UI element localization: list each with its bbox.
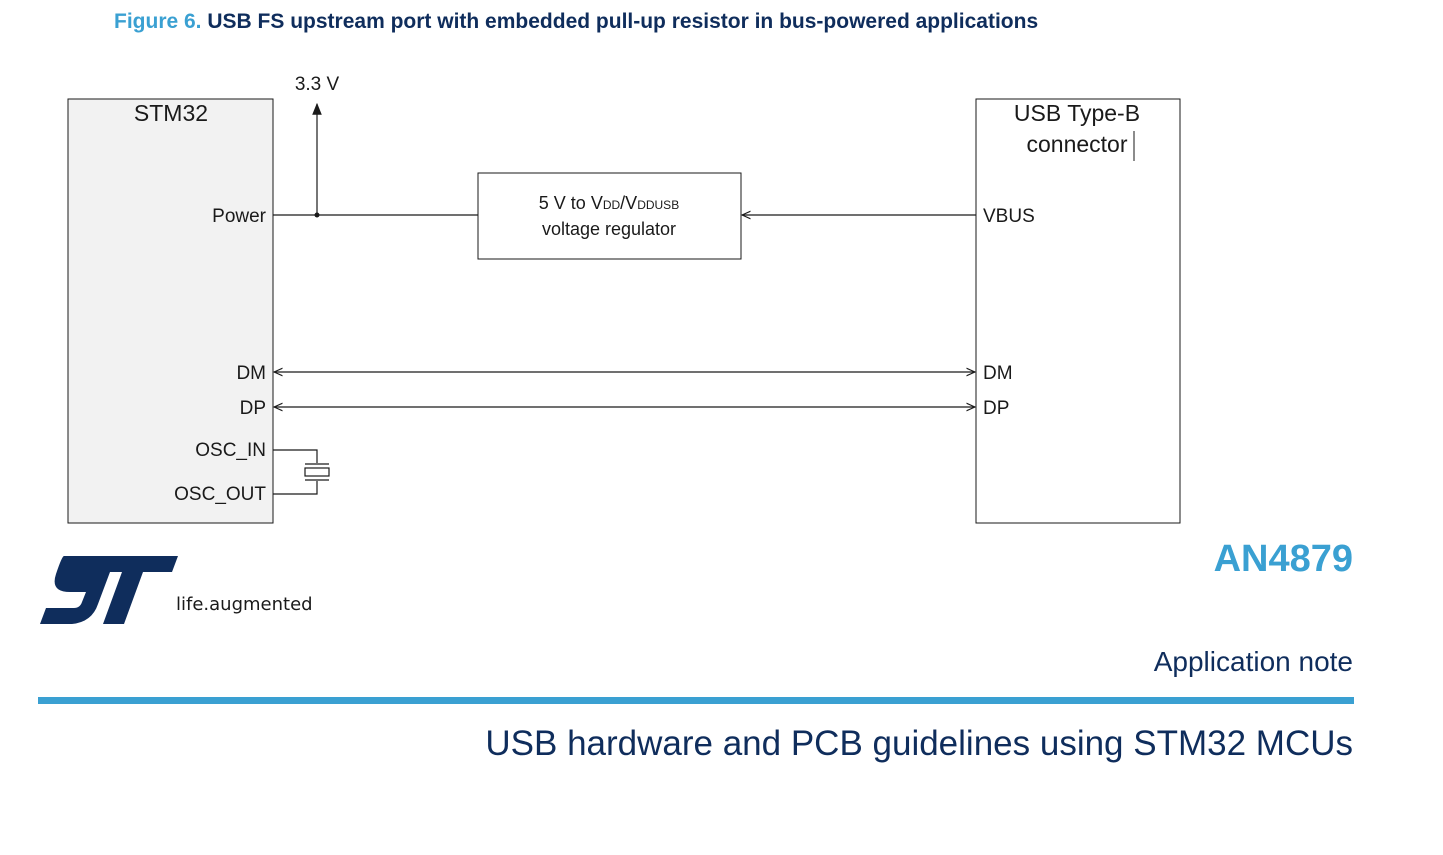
logo-tagline: life.augmented: [176, 594, 313, 615]
crystal-icon: [273, 449, 330, 495]
header-divider: [38, 697, 1354, 704]
pin-dp-connector: DP: [983, 398, 1009, 419]
usb-circuit-diagram: STM32 Power DM DP OSC_IN OSC_OUT 3.3 V 5…: [67, 74, 1181, 524]
mcu-block: [67, 98, 274, 524]
pin-osc-out: OSC_OUT: [174, 484, 266, 505]
connector-title-line1: USB Type-B: [1014, 100, 1140, 126]
junction-dot: [314, 212, 320, 218]
pin-dm-mcu: DM: [236, 363, 266, 384]
supply-label: 3.3 V: [295, 74, 340, 95]
regulator-block: [477, 172, 742, 260]
document-title: USB hardware and PCB guidelines using ST…: [485, 724, 1353, 763]
pin-osc-in: OSC_IN: [195, 440, 266, 461]
figure-number: Figure 6.: [114, 10, 202, 33]
connector-title-line2: connector: [1026, 131, 1127, 157]
figure-caption-text: USB FS upstream port with embedded pull-…: [207, 10, 1039, 33]
pin-dp-mcu: DP: [240, 398, 266, 419]
figure-caption: Figure 6. USB FS upstream port with embe…: [114, 10, 1038, 34]
document-type: Application note: [1153, 646, 1353, 677]
st-logo: life.augmented: [40, 552, 330, 632]
regulator-label-line2: voltage regulator: [542, 219, 676, 239]
mcu-title: STM32: [134, 100, 208, 126]
connector-block: [975, 98, 1181, 524]
pin-power: Power: [212, 206, 267, 227]
regulator-label-line1: 5 V to VDD/VDDUSB: [539, 193, 679, 213]
pin-dm-connector: DM: [983, 363, 1013, 384]
st-logo-icon: [40, 556, 178, 624]
document-id: AN4879: [1213, 538, 1353, 580]
pin-vbus: VBUS: [983, 206, 1035, 227]
